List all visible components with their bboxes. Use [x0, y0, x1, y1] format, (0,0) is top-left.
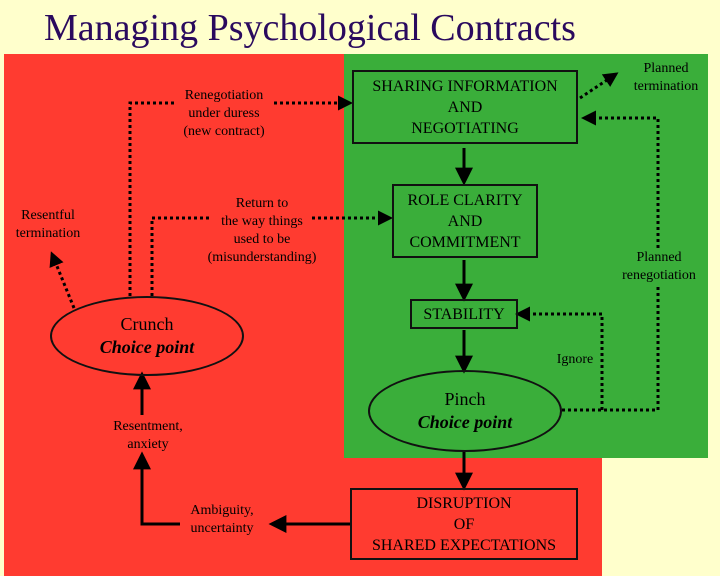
red-zone-bottom	[4, 458, 602, 576]
label-ignore: Ignore	[550, 351, 600, 369]
path-ignore	[515, 306, 604, 410]
crunch-label: Crunch	[120, 314, 174, 334]
label-planned-termination: Planned termination	[633, 61, 699, 94]
label-planned-renegotiation: Planned renegotiation	[612, 249, 706, 285]
box-stability: STABILITY	[410, 299, 518, 329]
pinch-label: Pinch	[444, 389, 486, 409]
pinch-choice-point: Pinch Choice point	[368, 370, 562, 452]
box-role-clarity: ROLE CLARITY AND COMMITMENT	[392, 184, 538, 258]
label-resentment-anxiety: Resentment, anxiety	[113, 419, 183, 452]
path-return-to-old-way	[150, 216, 210, 296]
page-title: Managing Psychological Contracts	[44, 7, 576, 49]
label-resentful-termination: Resentful termination	[15, 208, 81, 241]
path-planned-termination	[579, 72, 619, 100]
label-ambiguity-uncertainty: Ambiguity, uncertainty	[190, 503, 254, 536]
label-return-to-old-way: Return to the way things used to be (mis…	[207, 196, 317, 265]
arrow-ambiguity-to-resentment	[133, 451, 180, 526]
path-resentful-termination	[49, 251, 76, 309]
crunch-choice-point-label: Choice point	[99, 337, 195, 357]
box-disruption: DISRUPTION OF SHARED EXPECTATIONS	[350, 488, 578, 560]
label-renegotiation-under-duress: Renegotiation under duress (new contract…	[183, 88, 265, 139]
pinch-choice-point-label: Choice point	[417, 412, 513, 432]
path-renegotiation-under-duress	[128, 101, 176, 296]
crunch-choice-point: Crunch Choice point	[50, 296, 244, 376]
box-sharing-information: SHARING INFORMATION AND NEGOTIATING	[352, 70, 578, 144]
